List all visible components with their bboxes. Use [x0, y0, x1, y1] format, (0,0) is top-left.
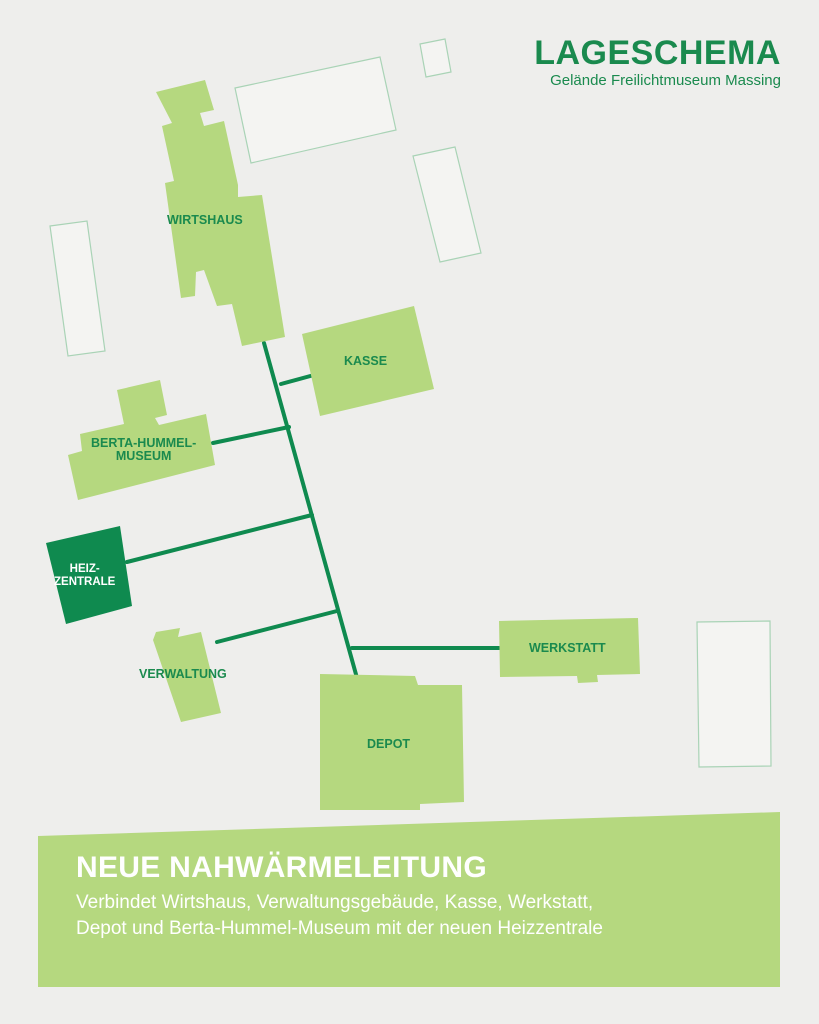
other-building: [49, 220, 106, 357]
building-wirtshaus: [156, 80, 285, 346]
label-heizzentrale-line1: HEIZ-: [69, 563, 100, 575]
map-subtitle: Gelände Freilichtmuseum Massing: [550, 72, 781, 89]
other-building: [419, 38, 452, 78]
other-building: [412, 146, 482, 263]
pipeline-branch-heizzentrale: [125, 513, 314, 564]
footer-banner: [38, 812, 780, 987]
footer-text: NEUE NAHWÄRMELEITUNG Verbindet Wirtshaus…: [76, 850, 603, 942]
building-berta-hummel-museum: [68, 380, 215, 500]
label-werkstatt: WERKSTATT: [529, 642, 606, 655]
pipeline-branch-museum: [211, 425, 291, 445]
label-verwaltung: VERWALTUNG: [139, 668, 227, 681]
building-heizzentrale: [46, 526, 132, 624]
label-heizzentrale-line2: ZENTRALE: [54, 576, 116, 588]
pipeline-main: [262, 341, 359, 680]
label-depot-text: DEPOT: [367, 737, 411, 751]
building-verwaltung: [153, 628, 221, 722]
building-depot: [320, 674, 464, 810]
other-buildings: [49, 38, 772, 768]
label-berta-hummel-museum: BERTA-HUMMEL- MUSEUM: [91, 437, 196, 463]
label-museum-line1: BERTA-HUMMEL-: [91, 436, 197, 450]
footer-title: NEUE NAHWÄRMELEITUNG: [76, 851, 487, 884]
footer-line-1: Verbindet Wirtshaus, Verwaltungsgebäude,…: [76, 892, 594, 913]
other-building: [696, 620, 772, 768]
map-title-block: LAGESCHEMA Gelände Freilichtmuseum Massi…: [534, 36, 781, 90]
label-verwaltung-text: VERWALTUNG: [139, 667, 227, 681]
building-kasse: [302, 306, 434, 416]
building-werkstatt: [499, 618, 640, 683]
connected-buildings: [46, 80, 640, 810]
label-wirtshaus-text: WIRTSHAUS: [167, 213, 243, 227]
label-depot: DEPOT: [367, 738, 410, 751]
label-werkstatt-text: WERKSTATT: [529, 641, 606, 655]
label-kasse: KASSE: [344, 355, 387, 368]
pipeline-branch-verwaltung: [215, 609, 339, 644]
heating-pipeline: [125, 341, 501, 680]
map-title: LAGESCHEMA: [534, 34, 781, 72]
label-kasse-text: KASSE: [344, 354, 388, 368]
label-heizzentrale: HEIZ- ZENTRALE: [54, 563, 115, 589]
other-building: [234, 56, 397, 164]
label-wirtshaus: WIRTSHAUS: [167, 214, 243, 227]
footer-line-2: Depot und Berta-Hummel-Museum mit der ne…: [76, 918, 603, 939]
footer-description: Verbindet Wirtshaus, Verwaltungsgebäude,…: [76, 890, 603, 942]
label-museum-line2: MUSEUM: [115, 449, 172, 463]
pipeline-branch-kasse: [279, 373, 316, 386]
